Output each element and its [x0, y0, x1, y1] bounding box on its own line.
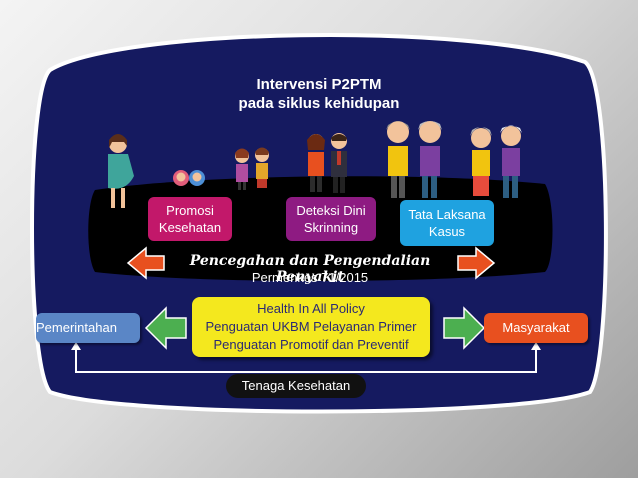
promosi-line-1: Promosi [166, 203, 214, 218]
deteksi-box: Deteksi Dini Skrinning [286, 197, 376, 241]
banner-sub: Permenkes 71/2015 [251, 270, 369, 285]
pregnant-woman-icon [108, 134, 134, 208]
people-illustration [108, 121, 522, 208]
banner-main: Pencegahan dan Pengendalian Penyakit [189, 253, 431, 285]
tata-line-2: Kasus [428, 224, 466, 239]
masyarakat-box: Masyarakat [484, 313, 588, 343]
tata-line-1: Tata Laksana [408, 207, 486, 222]
deteksi-line-1: Deteksi Dini [296, 203, 366, 218]
arrow-left-green-icon [144, 306, 187, 350]
deteksi-line-2: Skrinning [303, 220, 359, 235]
tata-laksana-box: Tata Laksana Kasus [400, 200, 494, 246]
adults-icon [307, 133, 347, 193]
promosi-box: Promosi Kesehatan [148, 197, 232, 241]
policy-line-1: Health In All Policy [257, 301, 365, 316]
title-line-1: Intervensi P2PTM [256, 76, 382, 93]
pemerintahan-box: Pemerintahan [36, 313, 140, 343]
arrow-left-orange-icon [126, 246, 165, 280]
babies-icon [173, 170, 205, 186]
children-icon [235, 147, 269, 190]
connector-arrowhead-right-icon [531, 342, 541, 350]
tenaga-kesehatan-pill: Tenaga Kesehatan [226, 374, 366, 398]
seniors-icon [470, 125, 522, 198]
connector-line [75, 346, 537, 373]
policy-line-2: Penguatan UKBM Pelayanan Primer [205, 319, 417, 334]
promosi-line-2: Kesehatan [158, 220, 222, 235]
title-line-2: pada siklus kehidupan [238, 95, 400, 112]
arrow-right-green-icon [443, 306, 486, 350]
elderly-couple-icon [386, 121, 442, 198]
policy-line-3: Penguatan Promotif dan Preventif [213, 337, 409, 352]
policy-box: Health In All Policy Penguatan UKBM Pela… [192, 297, 430, 357]
connector-arrowhead-left-icon [71, 342, 81, 350]
arrow-right-orange-icon [457, 246, 496, 280]
